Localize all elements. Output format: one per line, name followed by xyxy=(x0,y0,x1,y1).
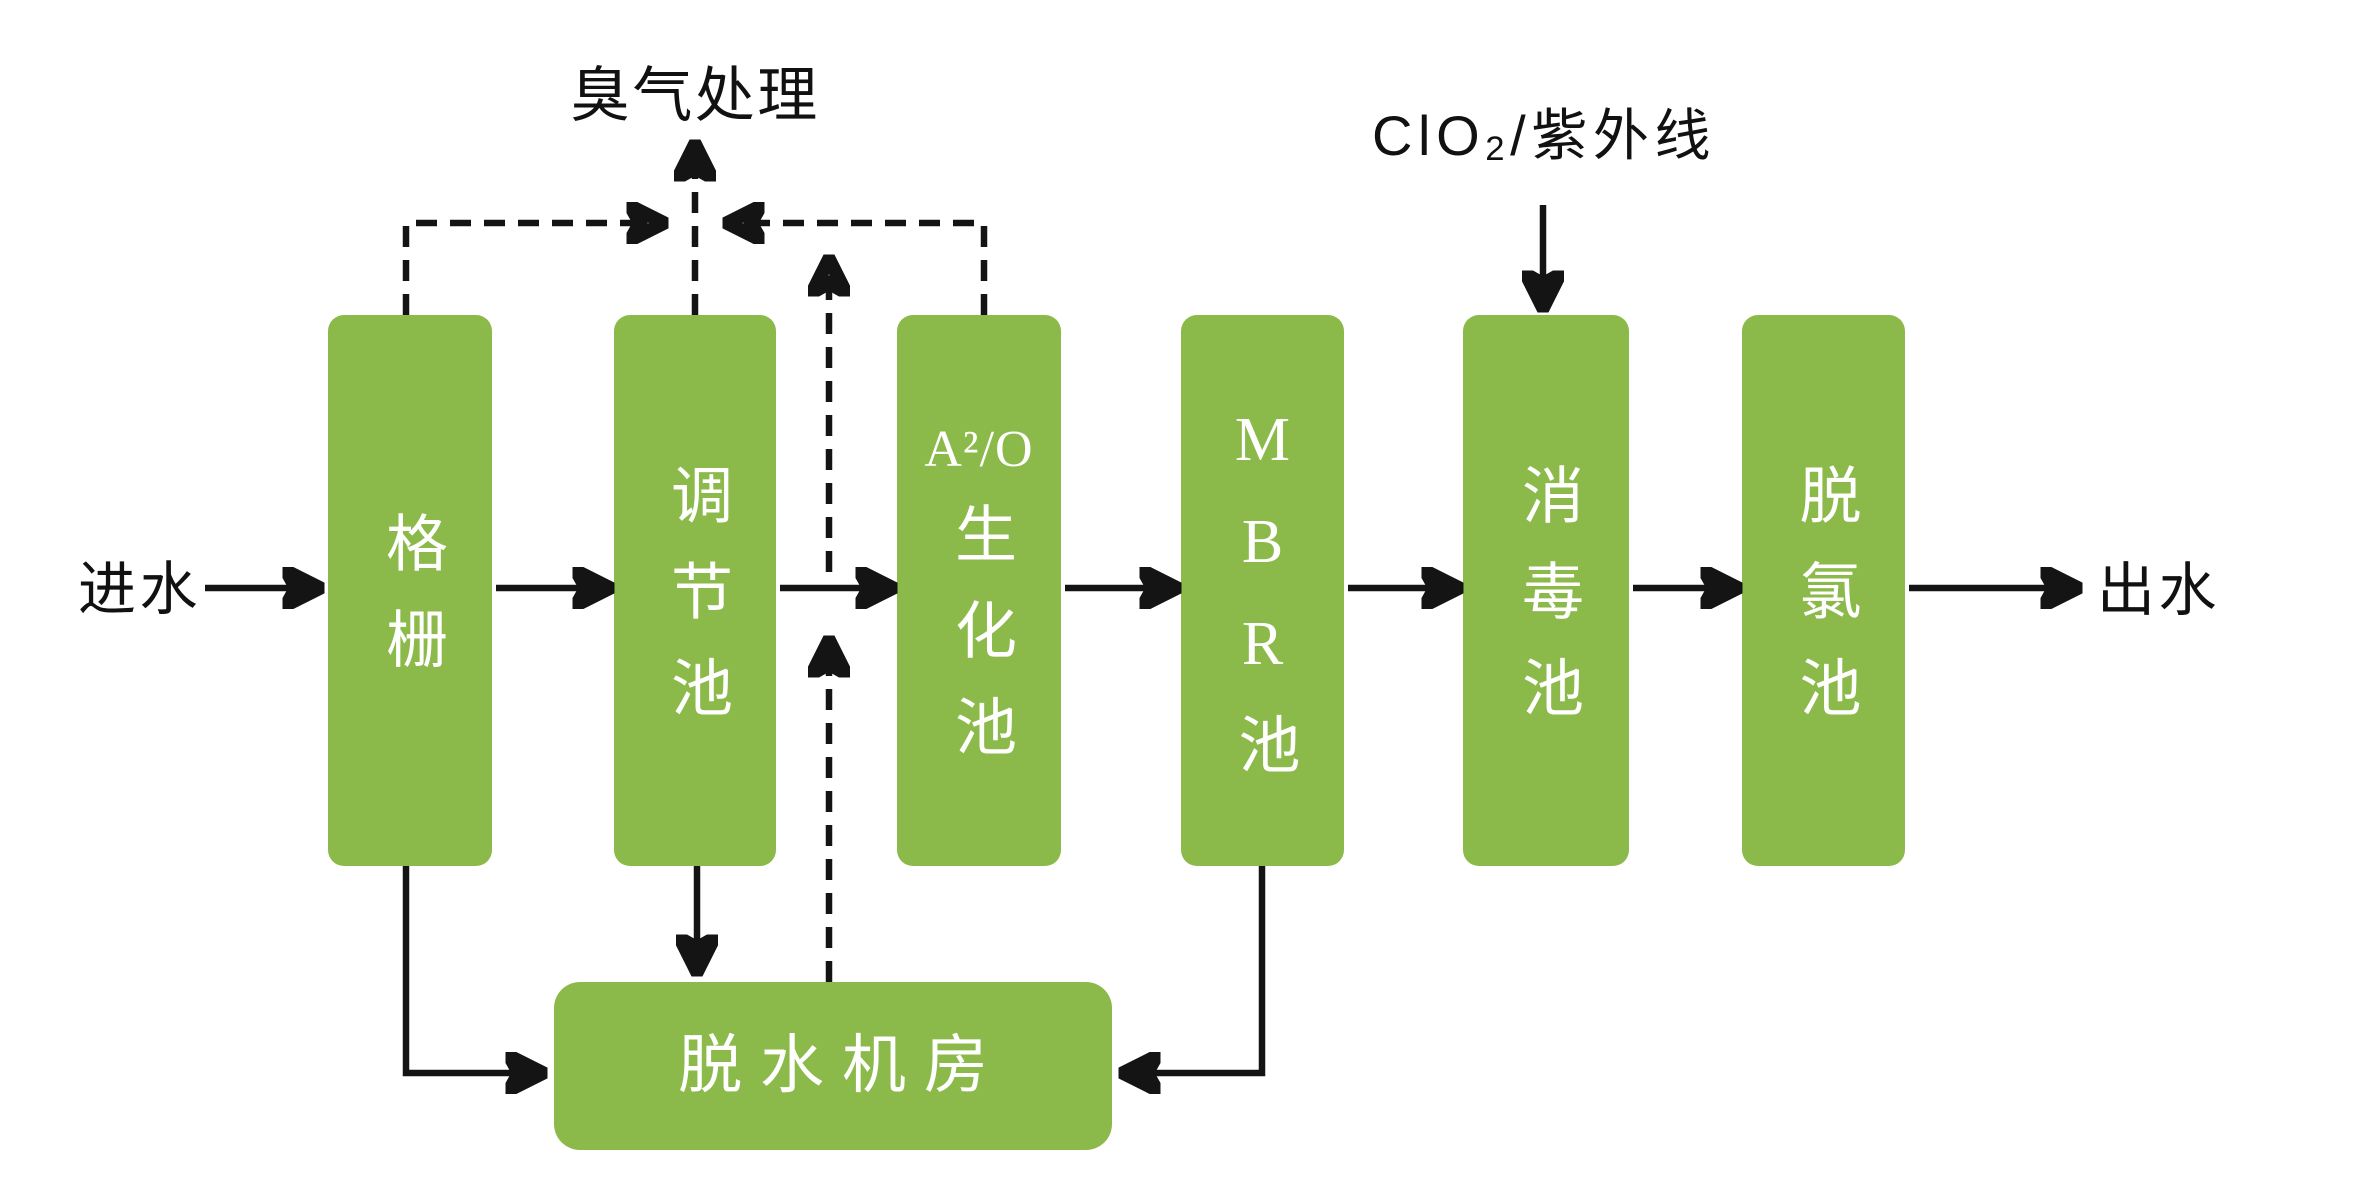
arrow-mbr-to-dewatering xyxy=(1125,866,1266,1073)
label-influent: 进水 xyxy=(78,557,201,622)
node-bar-screen: 格栅 xyxy=(328,315,492,866)
node-disinfection-tank: 消毒池 xyxy=(1463,315,1629,866)
node-a2o-biochemical-tank: A²/O 生化池 xyxy=(897,315,1061,866)
label-clo2-uv-dosing: ClO2/紫外线 xyxy=(1372,108,1716,167)
node-dewatering-room-label: 脱水机房 xyxy=(678,1030,1006,1101)
label-clo2-subscript: 2 xyxy=(1485,129,1511,168)
node-equalization-tank-label: 调节池 xyxy=(661,463,729,752)
node-mbr-tank: MBR池 xyxy=(1181,315,1344,866)
label-odor-treatment: 臭气处理 xyxy=(570,62,820,129)
node-a2o-tank-label: 生化池 xyxy=(945,502,1013,791)
node-dechlorination-tank: 脱氯池 xyxy=(1742,315,1905,866)
node-bar-screen-label: 格栅 xyxy=(376,511,444,704)
node-dechlorination-tank-label: 脱氯池 xyxy=(1789,463,1858,752)
node-mbr-tank-label: MBR池 xyxy=(1228,406,1297,809)
node-a2o-formula-label: A²/O xyxy=(924,421,1034,479)
label-clo2-prefix: ClO xyxy=(1372,104,1486,167)
label-uv-suffix: /紫外线 xyxy=(1510,104,1717,167)
label-effluent: 出水 xyxy=(2097,558,2220,623)
arrow-bar-screen-to-dewatering xyxy=(402,866,541,1073)
node-equalization-tank: 调节池 xyxy=(614,315,776,866)
odor-duct-a2o xyxy=(729,223,988,315)
node-dewatering-room: 脱水机房 xyxy=(554,982,1112,1150)
node-disinfection-tank-label: 消毒池 xyxy=(1512,463,1580,752)
odor-duct-bar-screen xyxy=(402,223,662,315)
